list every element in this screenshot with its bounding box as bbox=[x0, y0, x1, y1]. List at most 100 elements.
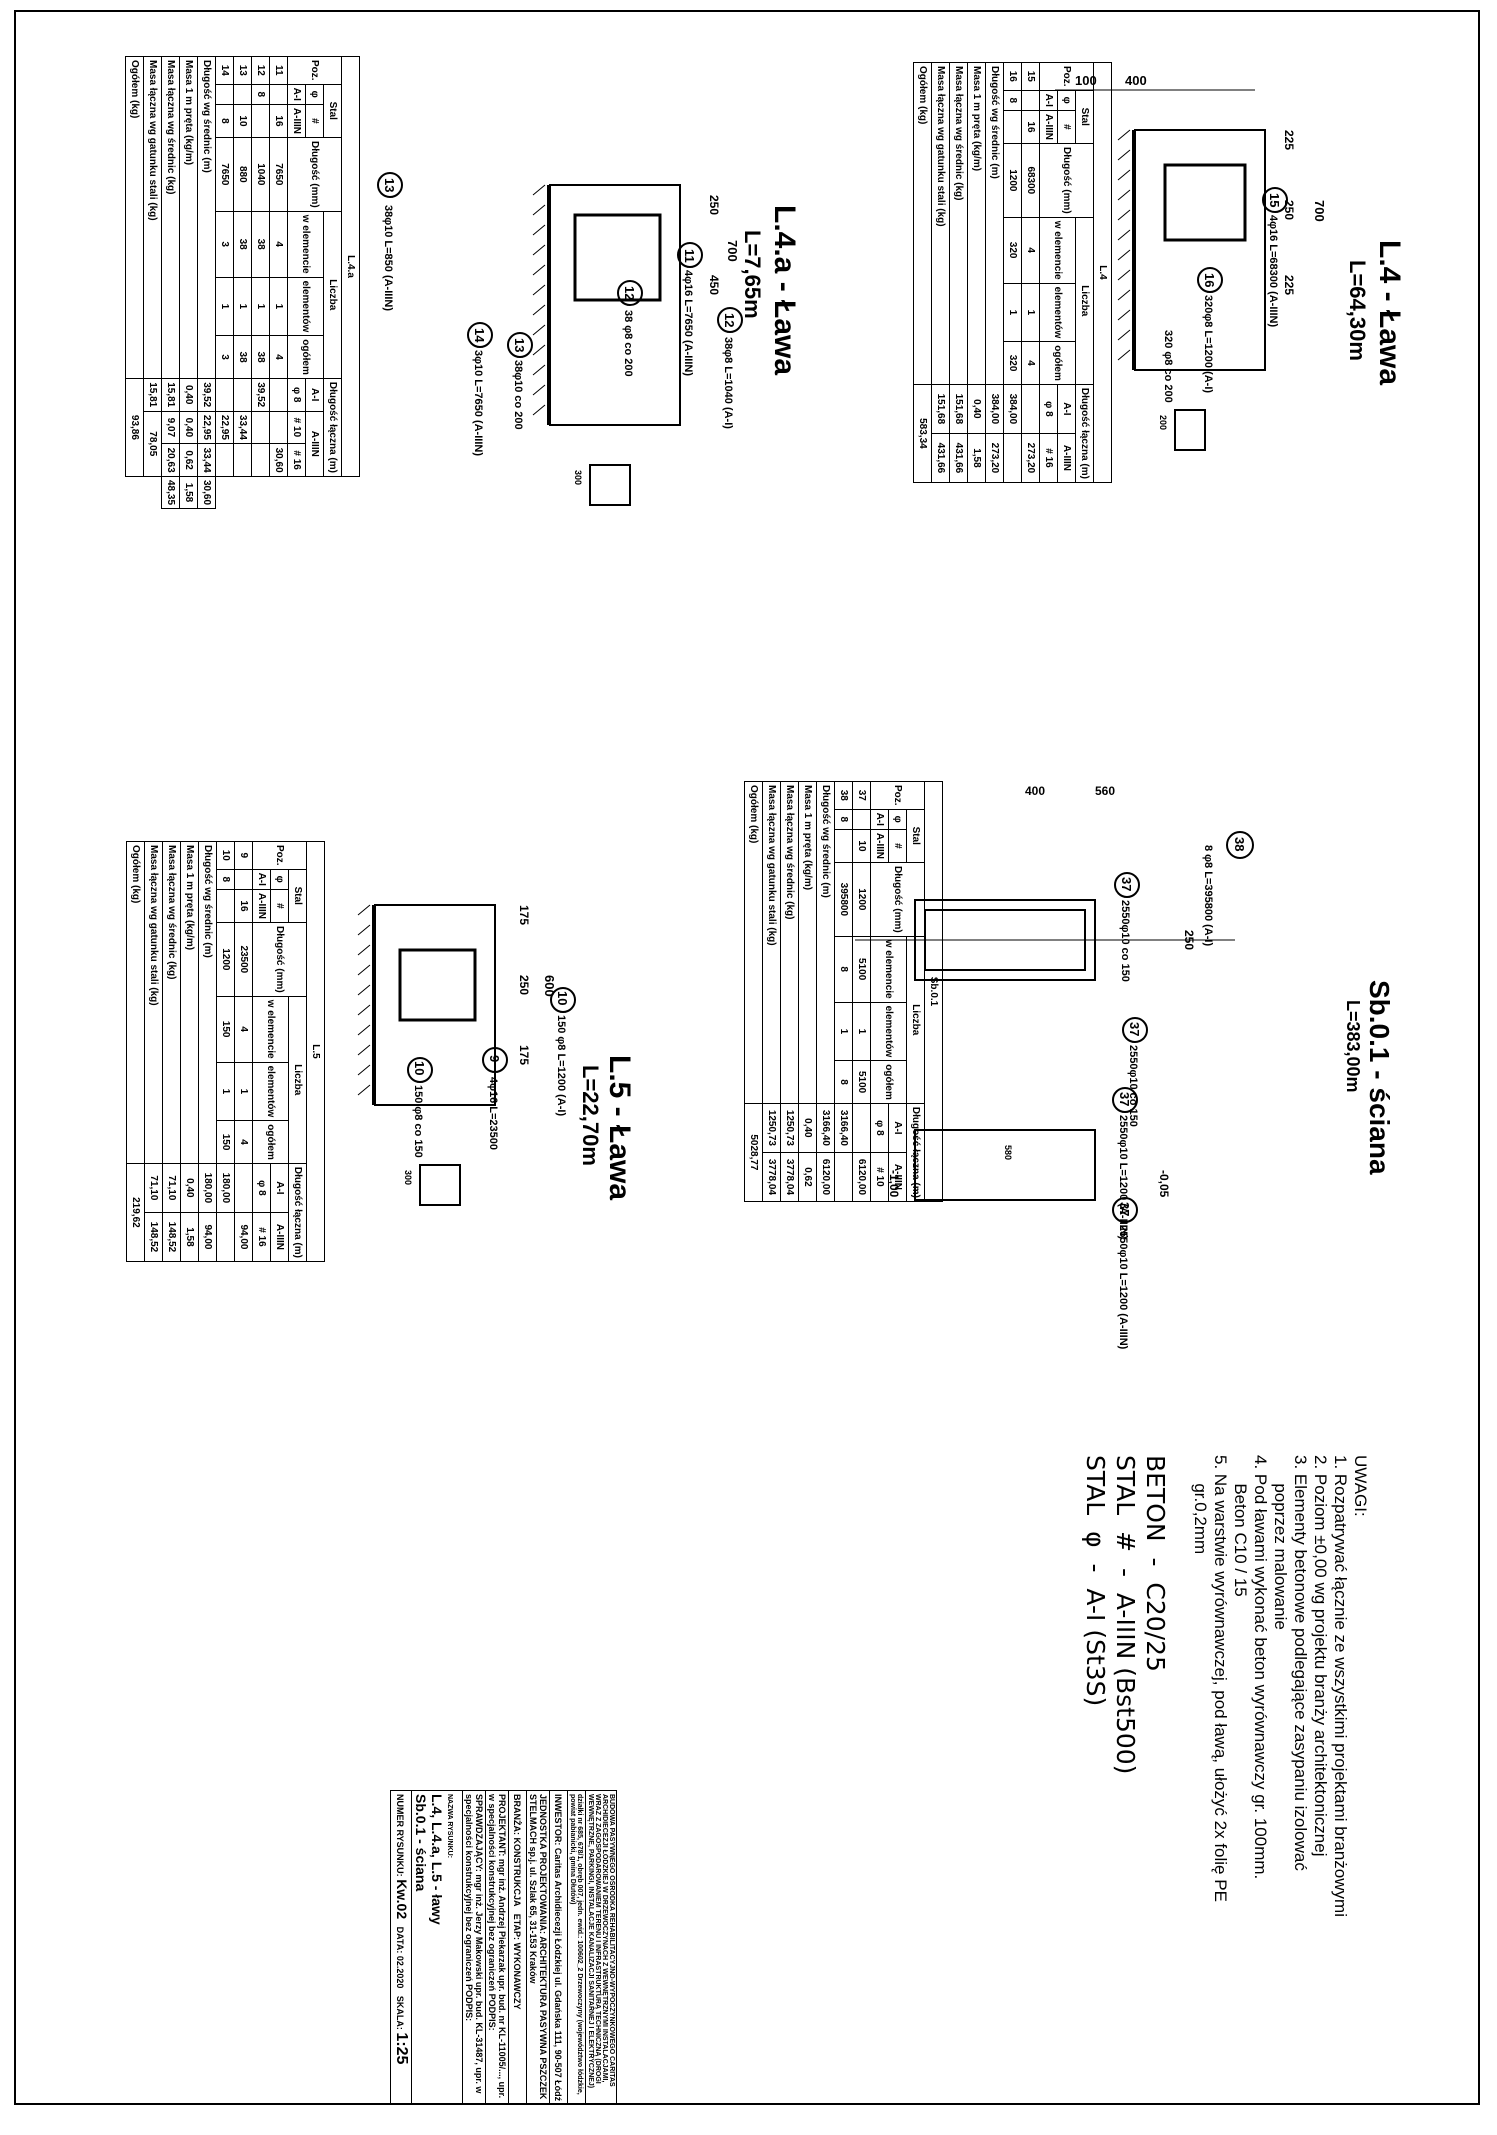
table-cell: Masa łączna wg gatunku stali (kg) bbox=[144, 841, 163, 1164]
table-cell: Długość łączna (m) bbox=[288, 1163, 307, 1262]
table-cell: φ 8 bbox=[252, 1163, 271, 1213]
table-header: Poz. bbox=[1039, 62, 1094, 91]
table-cell: 148,52 bbox=[144, 1212, 163, 1262]
table-cell: 9,07 bbox=[161, 411, 180, 444]
table-cell: 11 bbox=[269, 56, 288, 85]
table-cell: # 16 bbox=[252, 1212, 271, 1262]
table-cell: 5028,77 bbox=[744, 1103, 763, 1202]
note-5: 5. Na warstwie wyrównawczej, pod ławą, u… bbox=[1191, 1455, 1230, 1902]
table-cell: 1200 bbox=[1003, 143, 1022, 218]
table-cell: Ogółem (kg) bbox=[126, 841, 145, 1164]
table-cell: 12 bbox=[251, 56, 270, 85]
table-cell: Długość łączna (m) bbox=[906, 1103, 925, 1202]
table-cell: 7650 bbox=[215, 137, 234, 212]
table-cell: A-I bbox=[252, 869, 271, 890]
table-cell: 148,52 bbox=[162, 1212, 181, 1262]
table-cell: 38 bbox=[251, 335, 270, 379]
table-cell: A-I bbox=[870, 809, 889, 830]
table-cell: 0,40 bbox=[179, 378, 198, 412]
table-cell: φ bbox=[1057, 90, 1076, 111]
table-cell: w elemencie bbox=[870, 936, 907, 1003]
table-cell: Masa łączna wg średnic (kg) bbox=[780, 781, 799, 1104]
table-cell: elementów bbox=[870, 1002, 907, 1061]
table-cell: 94,00 bbox=[234, 1212, 253, 1262]
table-row: PROJEKTANT: mgr inż. Andrzej Piekarzak u… bbox=[485, 1790, 509, 2105]
table-cell: 1 bbox=[233, 277, 252, 336]
note-4: 4. Pod ławami wykonać beton wyrównawczy … bbox=[1231, 1455, 1270, 1880]
table-cell: 15 bbox=[1021, 62, 1040, 91]
table-cell: A-IIIN bbox=[252, 889, 271, 923]
table-cell: Długość łączna (m) bbox=[1075, 384, 1094, 483]
table-cell bbox=[269, 411, 288, 444]
tb-stage: WYKONAWCZY bbox=[512, 1942, 523, 2010]
table-cell bbox=[1021, 384, 1040, 434]
table-cell: 8 bbox=[834, 1060, 853, 1104]
table-cell bbox=[251, 104, 270, 138]
table-cell: Ogółem (kg) bbox=[744, 781, 763, 1104]
table-cell: 273,20 bbox=[985, 433, 1004, 483]
table-cell: φ 8 bbox=[287, 378, 306, 412]
table-cell: w elemencie bbox=[252, 996, 289, 1063]
table-cell: 39,52 bbox=[251, 378, 270, 412]
table-cell: 4 bbox=[1021, 217, 1040, 284]
table-cell: 38 bbox=[251, 211, 270, 278]
table-cell: 8 bbox=[215, 104, 234, 138]
tb-drawing-name: L.4, L.4.a, L.5 - ławy Sb.0.1 - ściana bbox=[413, 1794, 445, 1925]
table-cell: A-IIIN bbox=[287, 104, 306, 138]
table-cell bbox=[216, 1212, 235, 1262]
table-cell bbox=[215, 443, 234, 477]
tb-date: 02.2020 bbox=[395, 1955, 405, 1989]
table-cell: 3 bbox=[215, 335, 234, 379]
table-cell bbox=[234, 1163, 253, 1213]
table-cell: 1 bbox=[1003, 283, 1022, 342]
table-cell: 9 bbox=[234, 841, 253, 870]
table-cell: ogółem bbox=[287, 335, 324, 379]
table-row: L.4 bbox=[1093, 62, 1112, 483]
sb-table-caption: Sb.0.1 bbox=[924, 781, 943, 1202]
table-cell bbox=[215, 378, 234, 412]
tb-scale: 1:25 bbox=[393, 2032, 410, 2065]
table-row: L.4.a bbox=[341, 56, 360, 509]
table-cell: # 10 bbox=[287, 411, 306, 444]
table-cell: 151,68 bbox=[931, 384, 950, 434]
table-cell: 8 bbox=[251, 84, 270, 105]
table-cell: 6120,00 bbox=[816, 1152, 835, 1202]
table-cell bbox=[852, 1103, 871, 1153]
table-cell: 93,86 bbox=[125, 378, 144, 477]
table-cell: 0,40 bbox=[967, 384, 986, 434]
table-cell: A-IIIN bbox=[888, 1152, 907, 1202]
table-row: SPRAWDZAJĄCY: mgr inż. Jerzy Makowski up… bbox=[462, 1790, 486, 2105]
table-cell: ogółem bbox=[252, 1120, 289, 1164]
table-cell bbox=[233, 378, 252, 412]
table-cell: Masa łączna wg średnic (kg) bbox=[162, 841, 181, 1164]
table-cell: 3778,04 bbox=[780, 1152, 799, 1202]
table-cell: 78,05 bbox=[143, 411, 162, 477]
table-cell: w elemencie bbox=[287, 211, 324, 278]
table-cell: φ 8 bbox=[1039, 384, 1058, 434]
table-cell: 0,40 bbox=[180, 1163, 199, 1213]
table-cell: 48,35 bbox=[161, 476, 180, 509]
table-cell: 4 bbox=[234, 1120, 253, 1164]
table-cell: 16 bbox=[1021, 110, 1040, 144]
table-cell: Masa łączna wg średnic (kg) bbox=[949, 62, 968, 385]
table-cell: 94,00 bbox=[198, 1212, 217, 1262]
table-header: Poz. bbox=[252, 841, 307, 870]
table-cell bbox=[852, 809, 871, 830]
table-cell: 38 bbox=[233, 211, 252, 278]
table-cell: 8 bbox=[216, 869, 235, 890]
notes-heading: UWAGI: bbox=[1351, 1455, 1370, 1517]
l4-table-caption: L.4 bbox=[1093, 62, 1112, 483]
